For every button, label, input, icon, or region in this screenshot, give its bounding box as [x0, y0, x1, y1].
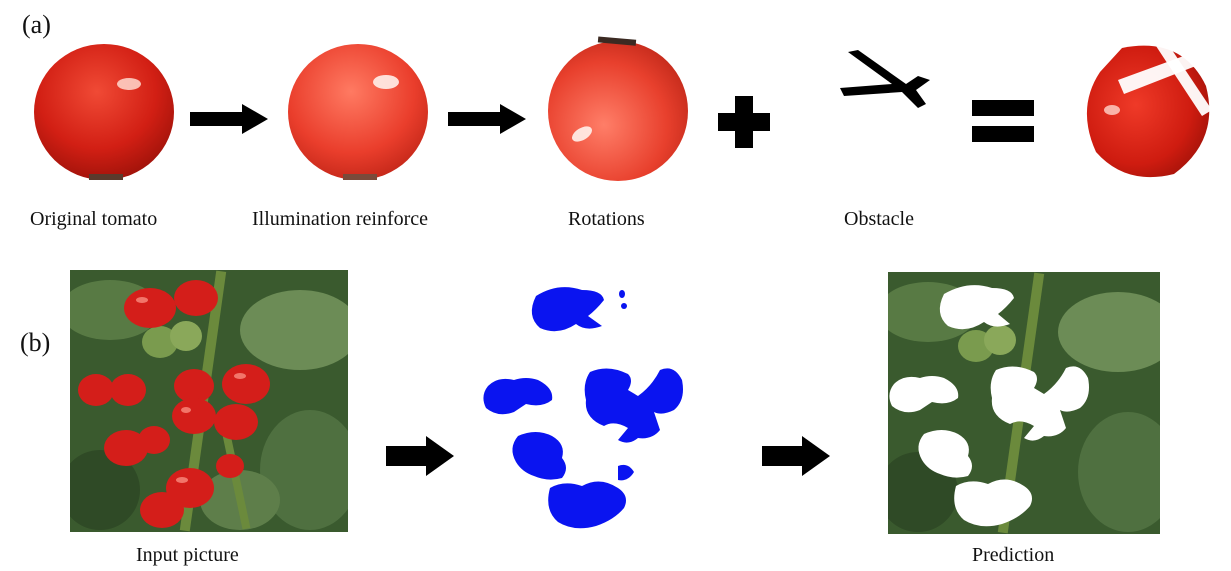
input-picture-image — [70, 270, 348, 532]
plus-icon — [718, 96, 770, 148]
arrow-right-icon — [386, 436, 456, 476]
rotated-tomato-image — [546, 36, 696, 186]
equals-icon — [972, 100, 1034, 144]
arrow-right-icon — [190, 104, 270, 134]
caption-prediction: Prediction — [972, 544, 1054, 567]
panel-b-label: (b) — [20, 328, 50, 358]
arrow-right-icon — [448, 104, 528, 134]
caption-illumination-reinforce: Illumination reinforce — [252, 208, 428, 231]
caption-rotations: Rotations — [568, 208, 645, 231]
caption-input-picture: Input picture — [136, 544, 239, 567]
panel-a-label: (a) — [22, 10, 51, 40]
prediction-image — [888, 272, 1160, 534]
segmentation-mask-image — [478, 276, 708, 546]
caption-obstacle: Obstacle — [844, 208, 914, 231]
original-tomato-image — [34, 40, 184, 190]
arrow-right-icon — [762, 436, 832, 476]
illuminated-tomato-image — [288, 40, 438, 190]
obstacle-shape — [834, 46, 944, 116]
augmented-tomato-image — [1082, 36, 1222, 186]
caption-original-tomato: Original tomato — [30, 208, 157, 231]
